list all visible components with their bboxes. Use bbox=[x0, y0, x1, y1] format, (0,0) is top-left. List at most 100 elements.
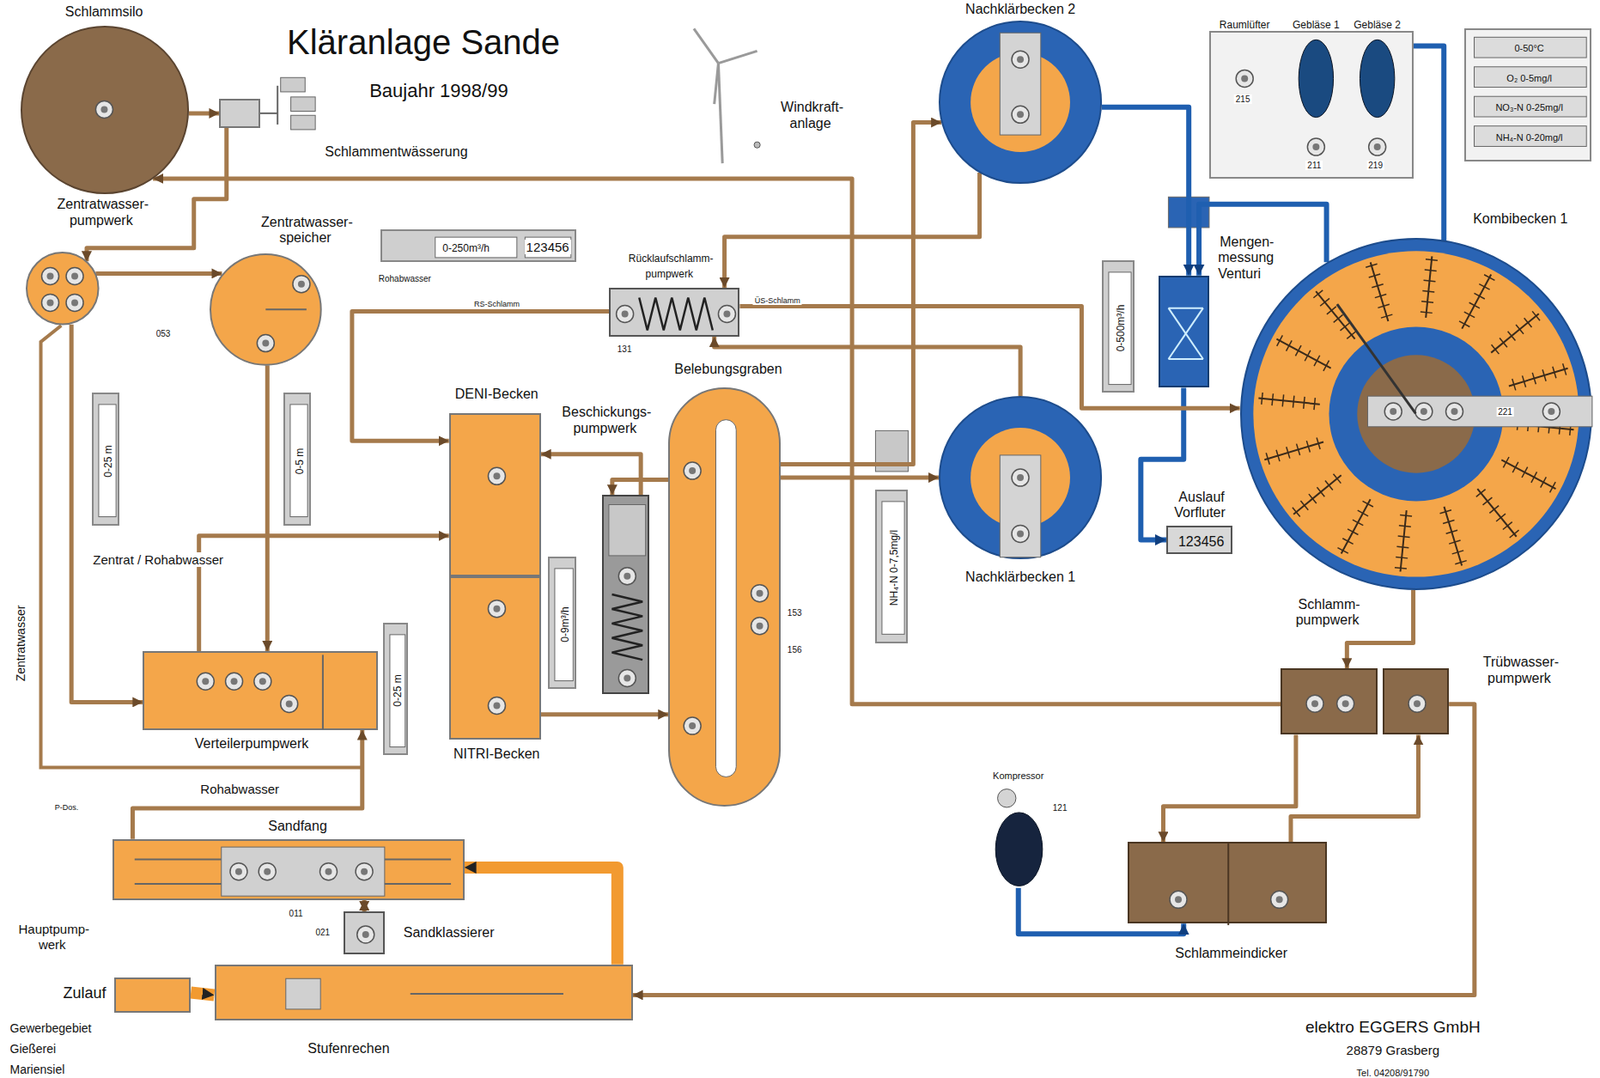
aerator-fin bbox=[1316, 437, 1321, 449]
label-text: 156 bbox=[785, 644, 804, 655]
aerator-fin bbox=[1515, 324, 1524, 335]
pump-symbol bbox=[235, 867, 243, 875]
illustration bbox=[1168, 333, 1186, 359]
node-shape bbox=[144, 652, 379, 731]
label-text: 221 bbox=[1496, 407, 1515, 417]
label-text: 211 bbox=[1305, 160, 1323, 171]
text-slot: Gebläse 1 bbox=[1290, 16, 1342, 32]
aerator-fin bbox=[1468, 302, 1479, 309]
text-slot: 0-250m³/h bbox=[440, 239, 492, 256]
label-text: Auslauf Vorfluter bbox=[1174, 489, 1228, 520]
label-text: Nachklärbecken 2 bbox=[963, 1, 1077, 17]
label-text: Gewerbegebiet bbox=[8, 1021, 94, 1035]
aerator-fin bbox=[1285, 340, 1292, 351]
basin-box: 0-9m³/h bbox=[547, 556, 577, 689]
text-slot: RS-Schlamm bbox=[472, 294, 522, 311]
pump-symbol bbox=[324, 867, 332, 875]
pump-symbol bbox=[202, 677, 210, 685]
label-text: 0-500m³/h bbox=[1114, 303, 1127, 354]
basin-box: Beschickungs- pumpwerk bbox=[602, 494, 650, 694]
aerator-fin bbox=[1322, 359, 1329, 371]
pump-symbol bbox=[1011, 468, 1029, 487]
blower-symbol bbox=[1298, 39, 1333, 117]
label-text: NH₄-N 0-7,5mg/l bbox=[888, 528, 901, 608]
aerator-fin bbox=[1291, 507, 1300, 518]
illustration bbox=[1336, 304, 1415, 414]
basin-box: 0-25 m bbox=[383, 622, 409, 755]
aerator-fin bbox=[1475, 488, 1485, 497]
basin-box: Rücklaufschlamm- pumpwerk bbox=[608, 287, 740, 337]
pipe-connector bbox=[199, 535, 450, 651]
pump-symbol bbox=[71, 273, 79, 280]
label-text: Kläranlage Sande bbox=[285, 23, 562, 61]
aerator-fin bbox=[1512, 462, 1519, 473]
label-text: elektro EGGERS GmbH bbox=[1303, 1017, 1483, 1036]
label-text: Gießerei bbox=[8, 1041, 59, 1056]
pump-symbol bbox=[751, 617, 769, 635]
aerator-fin bbox=[1499, 337, 1508, 347]
aerator-fin bbox=[1394, 567, 1407, 569]
pump-symbol bbox=[492, 702, 500, 710]
text-slot: Auslauf Vorfluter bbox=[1157, 489, 1245, 522]
label-text: Zulauf bbox=[61, 984, 109, 1002]
pump-symbol bbox=[297, 279, 305, 287]
pump-symbol bbox=[756, 590, 764, 597]
illustration bbox=[220, 846, 384, 896]
pump-symbol bbox=[1174, 896, 1182, 904]
text-slot: Zentratwasser- pumpwerk bbox=[38, 196, 167, 229]
illustration bbox=[1473, 96, 1587, 117]
illustration bbox=[280, 77, 306, 92]
label-text: 053 bbox=[154, 328, 173, 339]
basin-box: 0-5 m bbox=[283, 392, 311, 525]
pump-symbol bbox=[487, 600, 505, 618]
aerator-fin bbox=[1443, 506, 1462, 566]
basin-box: Auslauf Vorfluter123456 bbox=[1166, 525, 1233, 554]
aerator-fin bbox=[1482, 497, 1492, 505]
node-shape bbox=[209, 253, 323, 366]
illustration bbox=[717, 50, 757, 63]
label-text: Belebungsgraben bbox=[672, 361, 784, 377]
basin-box: RaumlüfterGebläse 1Gebläse 2 bbox=[1209, 30, 1414, 179]
pump-symbol bbox=[1542, 402, 1560, 420]
aerator-fin bbox=[1326, 306, 1337, 315]
pump-symbol bbox=[225, 672, 244, 690]
pump-symbol bbox=[1374, 143, 1381, 151]
text-slot: Trübwasser- pumpwerk bbox=[1459, 654, 1582, 687]
node-shape bbox=[115, 979, 193, 1014]
pump-symbol bbox=[256, 334, 274, 352]
text-slot: Raumlüfter bbox=[1217, 16, 1272, 32]
screw-symbol bbox=[639, 298, 714, 331]
aerator-fin bbox=[1454, 559, 1467, 564]
aerator-fin bbox=[1395, 556, 1408, 558]
text-slot: O₂ 0-5mg/l bbox=[1504, 69, 1554, 86]
label-text: Rohabwasser bbox=[198, 781, 281, 797]
illustration bbox=[322, 654, 324, 730]
pump-symbol bbox=[1368, 138, 1387, 156]
node-shape bbox=[1240, 237, 1593, 591]
pump-symbol bbox=[1235, 69, 1254, 87]
aerator-fin bbox=[1337, 547, 1348, 554]
aerator-fin bbox=[1377, 304, 1389, 308]
label-text: Raumlüfter bbox=[1217, 18, 1272, 31]
pipe-connector bbox=[780, 475, 939, 481]
label-text: NO₃-N 0-25mg/l bbox=[1493, 102, 1564, 113]
aerator-fin bbox=[1511, 378, 1515, 390]
illustration bbox=[1473, 66, 1587, 88]
aerator-fin bbox=[1380, 314, 1393, 318]
pump-symbol bbox=[230, 862, 248, 880]
node-shape bbox=[345, 912, 387, 956]
text-slot: 131 bbox=[615, 340, 634, 356]
illustration bbox=[285, 978, 320, 1010]
pump-symbol bbox=[1312, 143, 1320, 151]
pump-symbol bbox=[1384, 402, 1402, 420]
aerator-fin bbox=[1260, 392, 1262, 405]
pump-symbol bbox=[41, 267, 59, 286]
aerator-fin bbox=[1356, 510, 1368, 517]
text-slot: NH₄-N 0-20mg/l bbox=[1494, 128, 1565, 145]
node-shape bbox=[603, 496, 651, 696]
aerator-fin bbox=[1396, 546, 1409, 548]
label-text: Nachklärbecken 1 bbox=[963, 569, 1077, 585]
text-slot: Mengen- messung Venturi bbox=[1217, 234, 1310, 282]
text-slot: ÜS-Schlamm bbox=[753, 291, 803, 307]
